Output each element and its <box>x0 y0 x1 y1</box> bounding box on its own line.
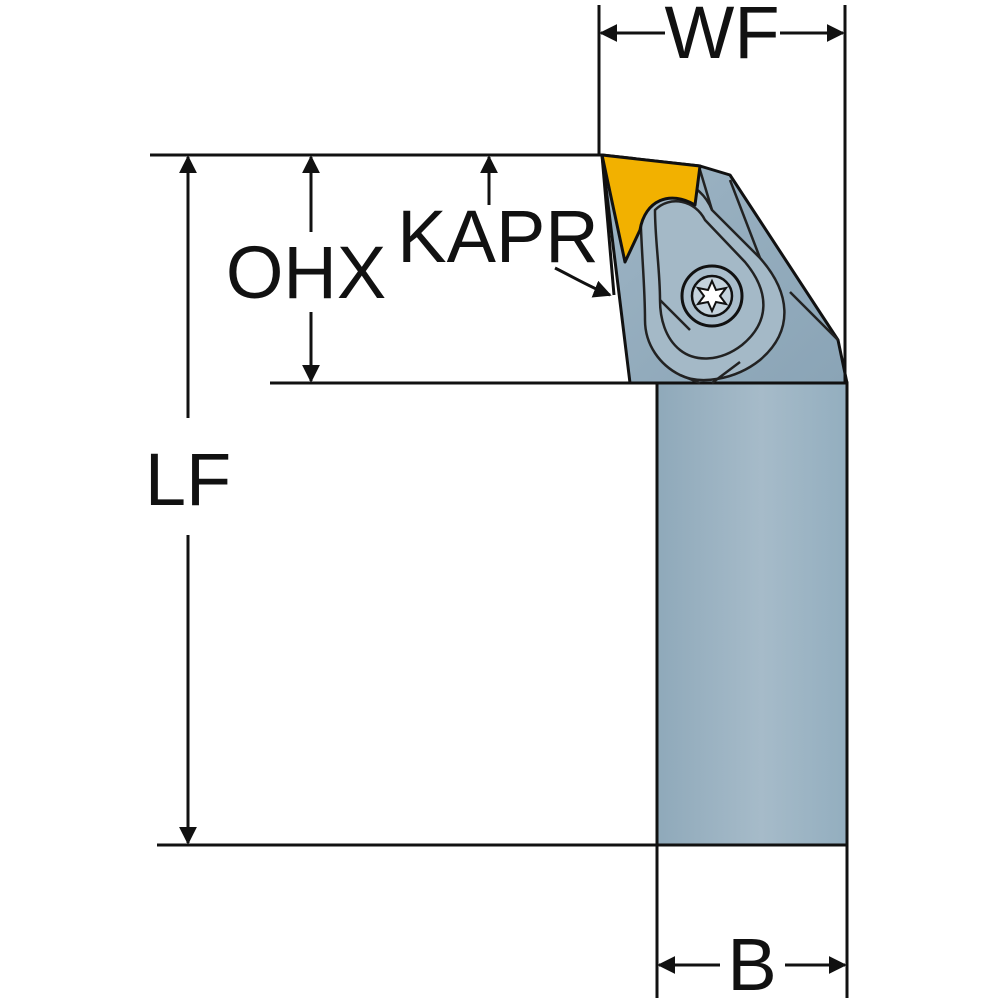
dimension-lines <box>150 5 849 998</box>
label-lf: LF <box>145 438 231 521</box>
cutting-insert <box>600 153 702 264</box>
torx-screw-icon <box>680 264 744 328</box>
label-wf: WF <box>664 0 779 74</box>
holder-shank <box>655 381 849 847</box>
label-b: B <box>727 923 776 1000</box>
label-kapr: KAPR <box>397 195 599 278</box>
dimension-arrows <box>179 24 847 974</box>
label-ohx: OHX <box>226 231 386 314</box>
